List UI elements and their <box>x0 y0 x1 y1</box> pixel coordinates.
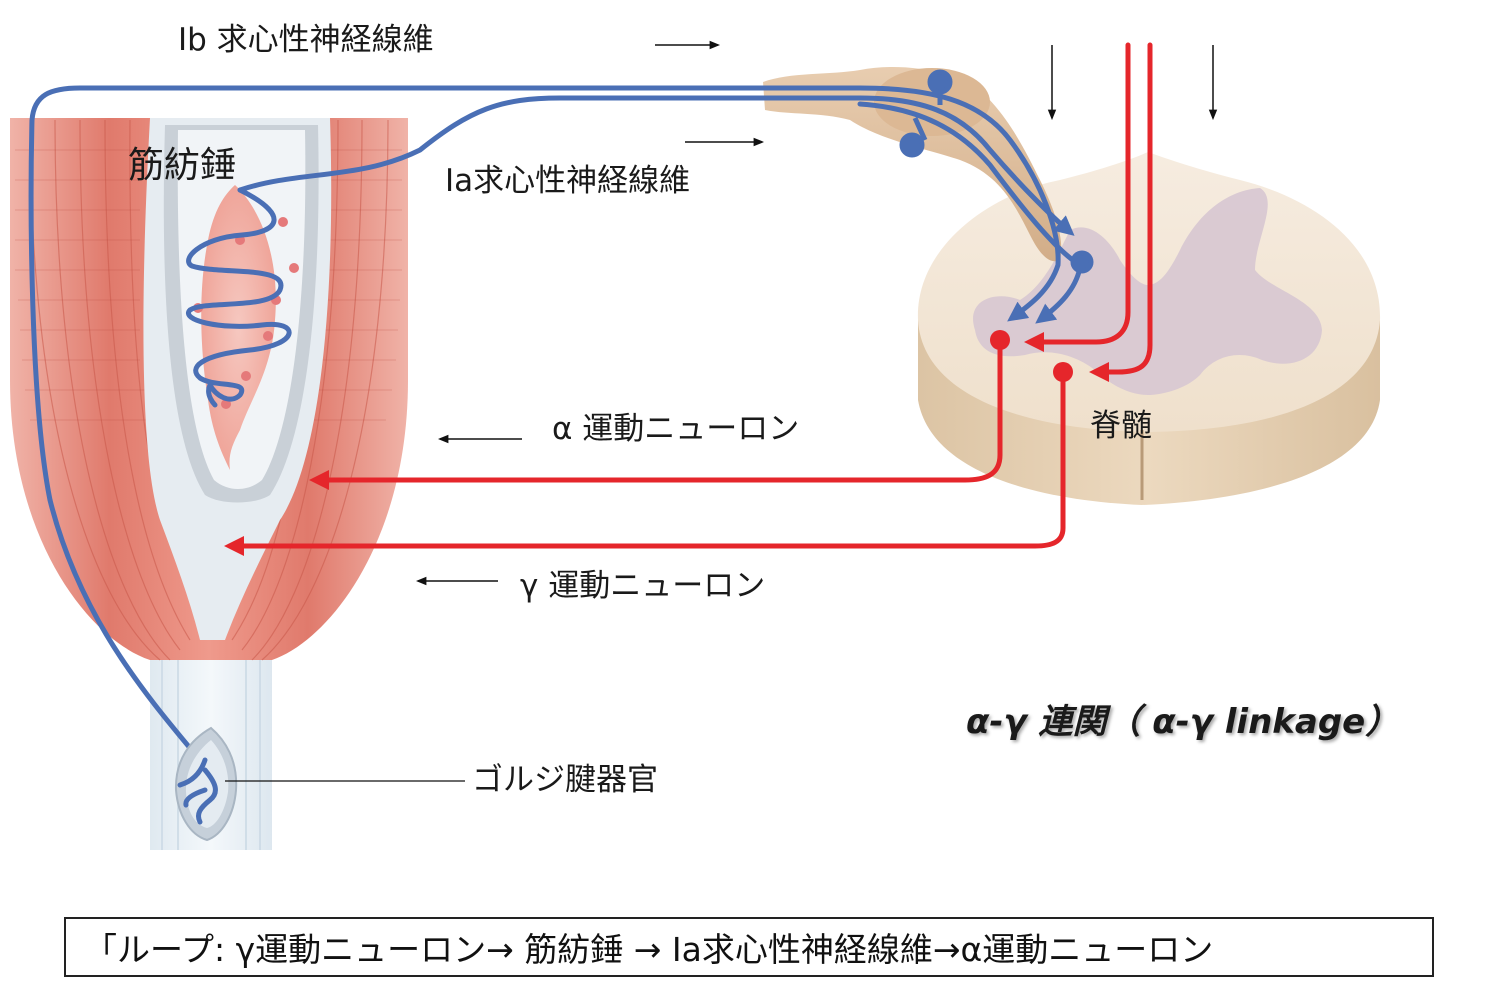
muscle-spindle-label: 筋紡錘 <box>128 145 237 186</box>
loop-summary-text: 「ループ: γ運動ニューロン→ 筋紡錘 → Ⅰa求心性神経線維→α運動ニューロン <box>84 930 1214 969</box>
alpha-motor-neuron-label: α 運動ニューロン <box>552 411 800 447</box>
gamma-motor-neuron-body <box>1053 362 1073 382</box>
ganglion-cell-bodies <box>899 69 1094 274</box>
loop-summary-box: 「ループ: γ運動ニューロン→ 筋紡錘 → Ⅰa求心性神経線維→α運動ニューロン <box>64 917 1434 977</box>
motor-neuron-bodies <box>990 330 1073 382</box>
spinal-cord-label: 脊髄 <box>1090 408 1152 444</box>
ia-afferent-label: Ⅰa求心性神経線維 <box>445 163 691 199</box>
annulospiral-ending <box>185 187 292 408</box>
efferent-fibers <box>224 42 1153 556</box>
golgi-tendon-organ-label: ゴルジ腱器官 <box>472 762 658 798</box>
gamma-motor-neuron-label: γ 運動ニューロン <box>520 568 766 604</box>
direction-arrows <box>225 40 1218 782</box>
alpha-motor-neuron-body <box>990 330 1010 350</box>
ia-afferent-fiber <box>237 95 1075 236</box>
ib-afferent-label: Ⅰb 求心性神経線維 <box>178 22 434 58</box>
golgi-organ-illustration <box>174 726 238 842</box>
linkage-title: α-γ 連関（ α-γ linkage） <box>966 702 1400 742</box>
alpha-motor-axon <box>309 337 1003 490</box>
gamma-motor-axon <box>224 369 1066 556</box>
